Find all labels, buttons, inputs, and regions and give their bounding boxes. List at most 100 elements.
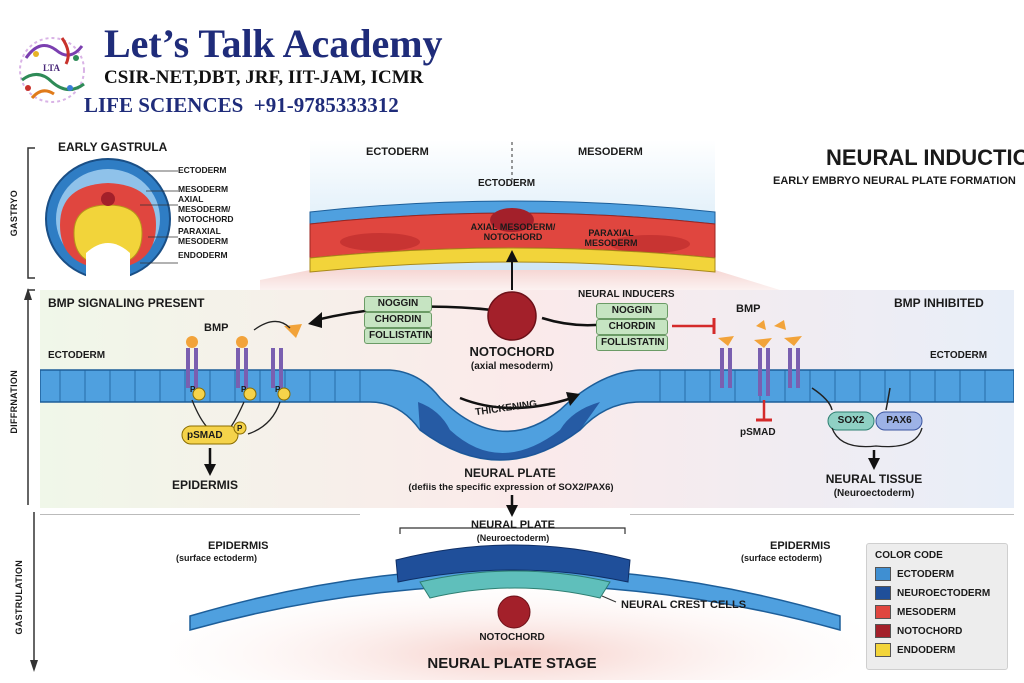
neural-plate-thickening <box>418 402 600 460</box>
legend-item: ENDODERM <box>875 641 1007 660</box>
gastrula-label-axial: AXIAL MESODERM/ NOTOCHORD <box>178 194 234 224</box>
sox2-label: SOX2 <box>837 415 865 426</box>
legend-title: COLOR CODE <box>875 550 943 561</box>
swatch-mesoderm <box>875 605 891 620</box>
bmp-ligand-icon <box>284 324 302 338</box>
divider-right <box>630 514 1014 515</box>
side-label-middle: DIFFRNATION <box>9 370 19 434</box>
gastrula-labels: ECTODERM MESODERM AXIAL MESODERM/ NOTOCH… <box>178 165 248 260</box>
arrow-down-icon <box>30 660 38 672</box>
legend-items: ECTODERM NEUROECTODERM MESODERM NOTOCHOR… <box>875 565 1007 660</box>
bottom-epidermis-right: EPIDERMIS <box>770 540 831 552</box>
brand-logo: LTA <box>12 28 92 110</box>
chip-noggin: NOGGIN <box>364 296 432 312</box>
swatch-neuroectoderm <box>875 586 891 601</box>
bottom-illustration <box>170 527 860 680</box>
neural-plate-label: NEURAL PLATE <box>464 466 556 480</box>
stage-title: NEURAL PLATE STAGE <box>427 655 597 672</box>
legend-label: NEUROECTODERM <box>897 588 991 599</box>
side-label-bottom: GASTRULATION <box>14 560 24 635</box>
legend-label: ENDODERM <box>897 645 956 656</box>
arrow-right-icon <box>566 392 580 406</box>
legend-label: NOTOCHORD <box>897 626 963 637</box>
top-tissue-illustration <box>260 140 780 300</box>
arrow-up-icon <box>24 288 32 300</box>
legend-item: NOTOCHORD <box>875 622 1007 641</box>
arrow-down-icon <box>506 495 518 517</box>
chip-chordin: CHORDIN <box>364 312 432 328</box>
notochord-sublabel: (axial mesoderm) <box>470 361 554 372</box>
brand-tagline: LIFE SCIENCES +91-9785333312 <box>84 93 399 117</box>
inhibitor-chips-right: NOGGIN CHORDIN FOLLISTATIN <box>596 303 668 351</box>
right-psmad: pSMAD <box>740 427 776 438</box>
p-badge-3: P <box>275 385 281 394</box>
legend-label: MESODERM <box>897 607 956 618</box>
neural-inducers-title: NEURAL INDUCERS <box>578 289 675 300</box>
bmp-ligand-icon <box>774 320 786 330</box>
legend-item: ECTODERM <box>875 565 1007 584</box>
brand-name: Let’s Talk Academy <box>104 21 443 66</box>
gastrula-label-paraxial: PARAXIAL MESODERM <box>178 226 229 246</box>
gastrula-illustration <box>45 158 171 281</box>
right-outcome-sub: (Neuroectoderm) <box>833 488 915 499</box>
chip-noggin-right: NOGGIN <box>596 303 668 319</box>
bottom-epidermis-right-sub: (surface ectoderm) <box>741 553 823 563</box>
right-ectoderm-label: ECTODERM <box>930 350 988 361</box>
right-bmp-label: BMP <box>736 303 761 315</box>
p-badge-1: P <box>190 385 196 394</box>
top-left-header: ECTODERM <box>366 146 429 158</box>
bottom-notochord-label: NOTOCHORD <box>479 632 545 643</box>
pax6-label: PAX6 <box>886 415 912 426</box>
right-receptors <box>718 320 802 396</box>
gastrula-label-mesoderm: MESODERM <box>178 184 229 194</box>
chip-chordin-right: CHORDIN <box>596 319 668 335</box>
page-subtitle: EARLY EMBRYO NEURAL PLATE FORMATION <box>773 175 1016 187</box>
left-bmp-label: BMP <box>204 322 229 334</box>
arrow-up-icon <box>506 250 518 262</box>
notochord-circle <box>487 291 537 341</box>
arrow-down-icon <box>868 458 880 470</box>
top-right-header: MESODERM <box>578 146 643 158</box>
right-outcome: NEURAL TISSUE <box>825 472 923 486</box>
arrow-down-icon <box>204 464 216 476</box>
divider-left <box>40 514 360 515</box>
chip-follistatin: FOLLISTATIN <box>364 328 433 344</box>
legend-label: ECTODERM <box>897 569 955 580</box>
swatch-notochord <box>875 624 891 639</box>
bmp-ligand-icon <box>756 320 766 330</box>
page-title: NEURAL INDUCTION: <box>826 145 1024 170</box>
top-axial-label: AXIAL MESODERM/ NOTOCHORD <box>470 222 556 242</box>
left-ectoderm-label: ECTODERM <box>48 350 106 361</box>
swatch-ectoderm <box>875 567 891 582</box>
right-panel-header: BMP INHIBITED <box>894 296 984 310</box>
brand-exams: CSIR-NET,DBT, JRF, IIT-JAM, ICMR <box>104 67 424 88</box>
top-ectoderm-label: ECTODERM <box>478 178 536 189</box>
gastrula-title: EARLY GASTRULA <box>58 140 168 154</box>
bottom-epidermis-left-sub: (surface ectoderm) <box>176 553 258 563</box>
left-receptors <box>186 320 302 388</box>
side-axis <box>24 147 38 672</box>
notochord-label: NOTOCHORD <box>469 344 555 359</box>
top-paraxial-label: PARAXIAL MESODERM <box>584 228 638 248</box>
legend-item: MESODERM <box>875 603 1007 622</box>
swatch-endoderm <box>875 643 891 658</box>
gastrula-label-ectoderm: ECTODERM <box>178 165 227 175</box>
gastrula-leaders <box>140 170 178 264</box>
bottom-neural-plate-sub: (Neuroectoderm) <box>476 533 550 543</box>
left-panel-header: BMP SIGNALING PRESENT <box>48 296 205 310</box>
legend-item: NEUROECTODERM <box>875 584 1007 603</box>
arrow-left-icon <box>308 312 322 328</box>
bottom-neural-plate: NEURAL PLATE <box>471 519 555 531</box>
left-outcome: EPIDERMIS <box>172 478 239 492</box>
color-legend: COLOR CODE ECTODERM NEUROECTODERM MESODE… <box>866 543 1008 670</box>
dna-logo-icon <box>19 37 85 103</box>
gastrula-label-endoderm: ENDODERM <box>178 250 228 260</box>
chip-follistatin-right: FOLLISTATIN <box>596 335 668 351</box>
bottom-epidermis-left: EPIDERMIS <box>208 540 269 552</box>
left-psmad: pSMAD <box>187 430 223 441</box>
side-label-top: GASTRYO <box>9 190 19 237</box>
neural-plate-sublabel: (defiis the specific expression of SOX2/… <box>408 482 614 493</box>
neural-crest-label: NEURAL CREST CELLS <box>621 599 747 611</box>
logo-text: LTA <box>43 63 61 73</box>
inhibitor-chips-left: NOGGIN CHORDIN FOLLISTATIN <box>364 296 433 344</box>
